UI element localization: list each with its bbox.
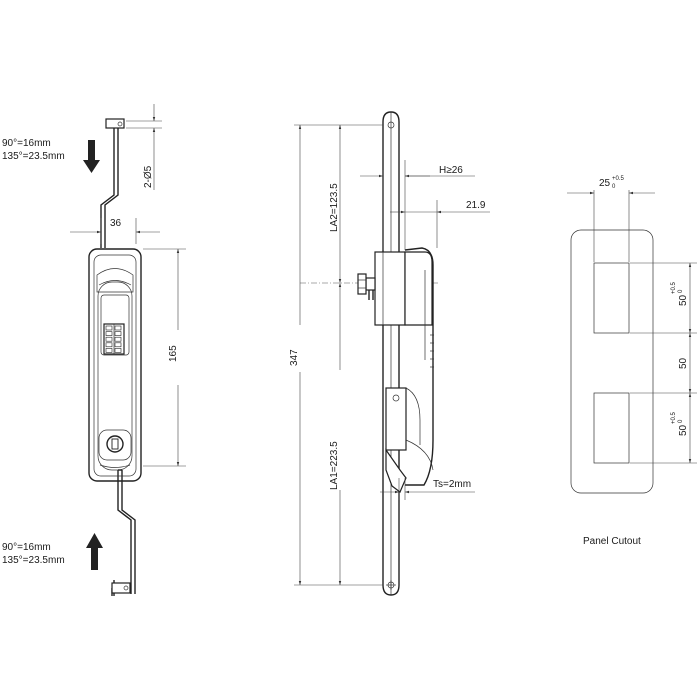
- panel-outline: [570, 229, 654, 494]
- dim-width-label: 36: [110, 218, 122, 229]
- cutout-gap-label: 50: [678, 357, 689, 369]
- side-rod: [382, 111, 400, 596]
- cutout-width-tol-low: 0: [612, 184, 616, 190]
- keypad-key: [114, 331, 122, 336]
- arrow-down-icon: [83, 140, 100, 173]
- lock-cylinder: [106, 435, 124, 453]
- top-note-line1: 90°=16mm: [2, 138, 51, 149]
- arrow-up-icon: [86, 533, 103, 570]
- cutout-upper-tol: +0.5: [671, 281, 677, 294]
- bottom-rod-clip: [111, 582, 131, 594]
- keypad-key: [114, 348, 122, 353]
- cutout-lower-label: 50: [678, 424, 689, 436]
- keypad-key: [105, 348, 113, 353]
- dim-la1-label: LA1=223.5: [329, 441, 340, 490]
- keypad-key: [114, 325, 122, 331]
- dim-h-label: H≥26: [439, 165, 463, 176]
- cutout-width-label: 25: [599, 178, 611, 189]
- top-rod: [100, 122, 119, 248]
- keypad-key: [105, 342, 113, 348]
- front-view: 90°=16mm 135°=23.5mm 90°=16mm 135°=23.5m…: [2, 104, 186, 596]
- cutout-width-tol: +0.5: [612, 176, 625, 182]
- dim-ts-label: Ts=2mm: [433, 479, 471, 490]
- top-note-line2: 135°=23.5mm: [2, 151, 65, 162]
- cutout-upper: [593, 262, 630, 334]
- keypad-key: [105, 331, 113, 336]
- top-rod-clip: [105, 118, 125, 129]
- keypad-key: [105, 336, 113, 342]
- handle-lever: [97, 281, 133, 471]
- panel-cutout: 25 +0.5 0 50 +0.5 0 50 50 +0.5 0 Panel C…: [567, 176, 697, 547]
- keypad-key: [105, 325, 113, 331]
- keypad-key: [114, 336, 122, 342]
- side-lock-body: [374, 251, 406, 326]
- dim-la2-label: LA2=123.5: [329, 183, 340, 232]
- dim-total-label: 347: [289, 349, 300, 366]
- cutout-lower: [593, 392, 630, 464]
- panel-cutout-title: Panel Cutout: [583, 536, 641, 547]
- side-view: 347 LA2=123.5 LA1=223.5 H≥26 21.9 Ts=2mm: [289, 111, 490, 596]
- bottom-note-line2: 135°=23.5mm: [2, 555, 65, 566]
- bottom-rod: [117, 469, 136, 594]
- cutout-upper-label: 50: [678, 294, 689, 306]
- bottom-note-line1: 90°=16mm: [2, 542, 51, 553]
- cutout-lower-tol-low: 0: [678, 419, 684, 423]
- cutout-lower-tol: +0.5: [671, 411, 677, 424]
- side-latch: [385, 387, 407, 451]
- keypad-key: [114, 342, 122, 348]
- handle-body: [88, 248, 142, 482]
- dim-height-label: 165: [168, 345, 179, 362]
- side-handle: [404, 247, 434, 486]
- dim-hole-label: 2-Ø5: [143, 165, 154, 188]
- dim-depth-label: 21.9: [466, 200, 486, 211]
- cutout-upper-tol-low: 0: [678, 289, 684, 293]
